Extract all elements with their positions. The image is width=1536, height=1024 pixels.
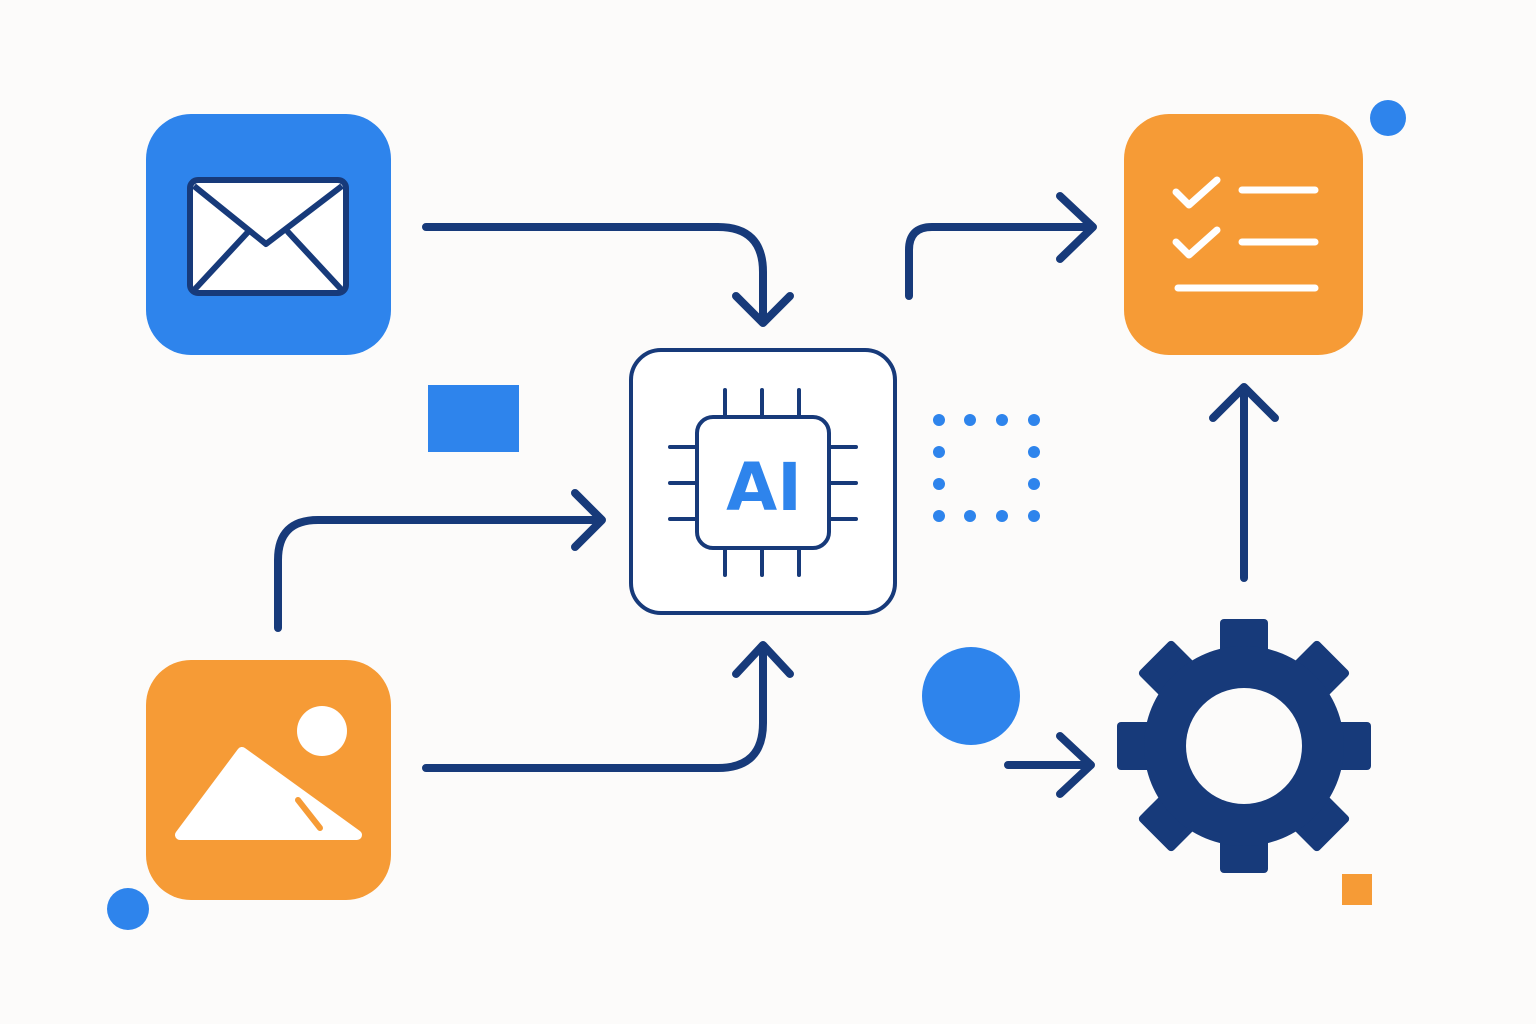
ai-processor-node[interactable]: AI	[629, 348, 897, 615]
arrowhead-image-to-ai-upper	[571, 489, 606, 551]
connector-ai-to-tasks	[905, 223, 1096, 300]
image-icon	[175, 706, 362, 840]
task-node-tile	[1124, 114, 1363, 355]
ai-chip-icon: AI	[668, 388, 858, 577]
blue-square-decoration	[428, 385, 519, 452]
connector-image-to-ai-lower	[422, 642, 767, 772]
arrowhead-email-to-ai	[732, 292, 794, 327]
gear-icon	[1117, 619, 1371, 873]
connector-email-to-ai	[422, 223, 767, 326]
arrowhead-ai-to-tasks	[1056, 192, 1097, 263]
image-node[interactable]	[146, 660, 391, 900]
envelope-icon	[187, 177, 349, 296]
blue-dot-small-bottom	[107, 888, 149, 930]
automation-gear-node[interactable]	[1117, 619, 1371, 873]
arrowhead-image-to-ai-lower	[732, 641, 794, 678]
ai-chip-label: AI	[726, 449, 802, 526]
blue-dot-large	[922, 647, 1020, 745]
blue-dot-small-top	[1370, 100, 1406, 136]
connector-image-to-ai-upper	[274, 516, 604, 632]
arrowhead-gear-to-tasks	[1209, 383, 1279, 422]
task-output-node[interactable]	[1124, 114, 1363, 355]
checklist-icon	[1172, 176, 1319, 292]
email-node[interactable]	[146, 114, 391, 355]
dotted-square-decoration	[933, 414, 1040, 522]
arrowhead-dot-to-gear	[1056, 732, 1095, 798]
orange-square-small	[1342, 874, 1372, 905]
